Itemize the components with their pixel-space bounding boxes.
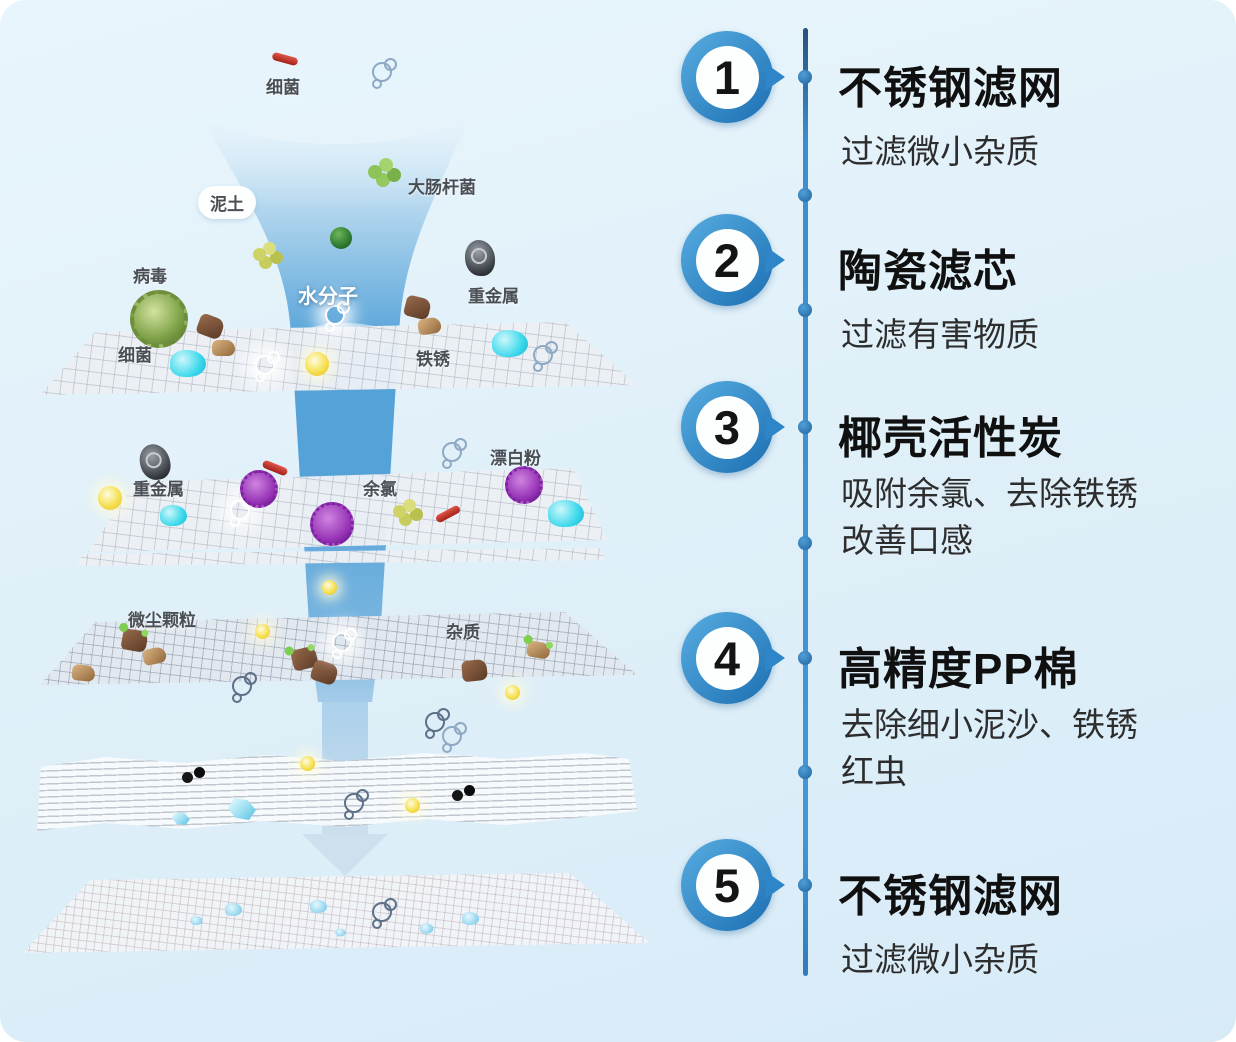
step-3-desc-line1: 吸附余氯、去除铁锈 <box>841 475 1138 512</box>
red-worm-speck-icon <box>182 772 193 783</box>
timeline-dot <box>798 303 812 317</box>
water-molecule-icon <box>442 722 467 753</box>
step-1-badge: 1 <box>681 31 785 123</box>
timeline-dot <box>798 536 812 550</box>
mineral-blob-icon <box>492 330 528 357</box>
badge-tail-icon <box>765 246 799 274</box>
filter-layer-2-edge <box>75 548 615 570</box>
badge-tail-icon <box>765 644 799 672</box>
step-4-desc-line2: 红虫 <box>841 753 907 790</box>
water-molecule-icon <box>372 58 397 89</box>
water-arrow-head <box>302 834 388 876</box>
label-layer1-bacteria: 细菌 <box>118 346 152 365</box>
glow-particle-icon <box>300 756 315 771</box>
step-2-title: 陶瓷滤芯 <box>838 247 1018 296</box>
step-4-badge: 4 <box>681 612 785 704</box>
badge-tail-icon <box>765 63 799 91</box>
water-molecule-icon <box>533 341 558 372</box>
chlorine-particle-icon <box>240 470 278 508</box>
ice-crystal-icon <box>172 812 190 825</box>
water-molecule-glow-icon <box>255 351 280 382</box>
step-2-desc: 过滤有害物质 <box>841 316 1039 353</box>
timeline-line <box>803 28 808 976</box>
label-layer2-chlorine: 余氯 <box>363 480 397 499</box>
sediment-rock-icon <box>212 340 235 356</box>
step-2-number: 2 <box>695 228 759 292</box>
filtration-illustration: 细菌 大肠杆菌 泥土 病毒 水分子 重金属 细菌 铁锈 重金属 余氯 <box>0 0 670 1042</box>
water-molecule-glow-icon <box>332 628 357 659</box>
algae-ball-icon <box>330 227 352 249</box>
clean-water-droplet-icon <box>190 915 203 926</box>
step-5-title: 不锈钢滤网 <box>838 872 1063 921</box>
clean-water-droplet-icon <box>225 903 242 916</box>
filter-layer-4-pp-cotton <box>25 745 645 840</box>
bleach-particle-icon <box>505 466 543 504</box>
label-heavy-metal-top: 重金属 <box>468 287 519 306</box>
dust-particle-icon <box>460 658 489 683</box>
label-layer3-dust: 微尘颗粒 <box>128 611 196 630</box>
timeline-dot <box>798 420 812 434</box>
step-4-number: 4 <box>695 626 759 690</box>
step-5-number: 5 <box>695 853 759 917</box>
step-1-desc: 过滤微小杂质 <box>841 133 1039 170</box>
pollen-cluster-icon <box>253 248 266 261</box>
step-2-badge: 2 <box>681 214 785 306</box>
label-ecoli: 大肠杆菌 <box>408 178 476 197</box>
timeline-dot <box>798 651 812 665</box>
step-5-desc: 过滤微小杂质 <box>841 941 1039 978</box>
glow-particle-icon <box>98 486 122 510</box>
step-4-title: 高精度PP棉 <box>838 645 1079 694</box>
chlorine-particle-icon <box>310 502 354 546</box>
glow-particle-icon <box>255 624 270 639</box>
water-molecule-icon <box>344 789 369 820</box>
water-molecule-icon <box>232 672 257 703</box>
clean-water-droplet-icon <box>462 912 479 925</box>
step-3-title: 椰壳活性炭 <box>838 414 1063 463</box>
clean-water-droplet-icon <box>419 923 434 934</box>
glow-particle-icon <box>305 352 329 376</box>
water-molecule-icon <box>425 708 450 739</box>
timeline-dot <box>798 765 812 779</box>
ecoli-icon <box>368 165 382 179</box>
glow-particle-icon <box>322 580 337 595</box>
badge-tail-icon <box>765 871 799 899</box>
step-1-title: 不锈钢滤网 <box>838 64 1063 113</box>
virus-icon <box>130 290 188 348</box>
mineral-blob-icon <box>160 505 187 526</box>
water-molecule-glow-icon <box>325 301 350 332</box>
step-4-desc-line1: 去除细小泥沙、铁锈 <box>841 706 1138 743</box>
badge-tail-icon <box>765 413 799 441</box>
label-layer1-rust: 铁锈 <box>416 350 450 369</box>
step-3-desc-line2: 改善口感 <box>841 522 973 559</box>
clean-water-droplet-icon <box>310 900 327 913</box>
label-layer2-bleach: 漂白粉 <box>490 449 541 468</box>
glow-particle-icon <box>505 685 520 700</box>
step-3-badge: 3 <box>681 381 785 473</box>
red-worm-speck-icon <box>452 790 463 801</box>
step-5-badge: 5 <box>681 839 785 931</box>
label-soil: 泥土 <box>198 186 256 219</box>
filter-layer-5-mesh <box>15 865 665 965</box>
glow-particle-icon <box>405 798 420 813</box>
label-virus: 病毒 <box>133 267 167 286</box>
timeline-dot <box>798 70 812 84</box>
step-1-number: 1 <box>695 45 759 109</box>
clean-water-droplet-icon <box>335 928 346 937</box>
label-top-bacteria: 细菌 <box>266 78 300 97</box>
water-molecule-icon <box>372 898 397 929</box>
step-3-number: 3 <box>695 395 759 459</box>
mineral-blob-icon <box>548 500 584 527</box>
heavy-metal-icon <box>465 240 495 276</box>
label-layer2-heavy-metal: 重金属 <box>133 480 184 499</box>
label-layer3-impurity: 杂质 <box>446 623 480 642</box>
mineral-blob-icon <box>170 350 206 377</box>
timeline-dot <box>798 188 812 202</box>
ice-crystal-icon <box>228 798 256 820</box>
pollen-cluster-icon <box>393 505 406 518</box>
timeline-dot <box>798 878 812 892</box>
water-molecule-icon <box>442 438 467 469</box>
label-water-molecule: 水分子 <box>298 286 358 308</box>
